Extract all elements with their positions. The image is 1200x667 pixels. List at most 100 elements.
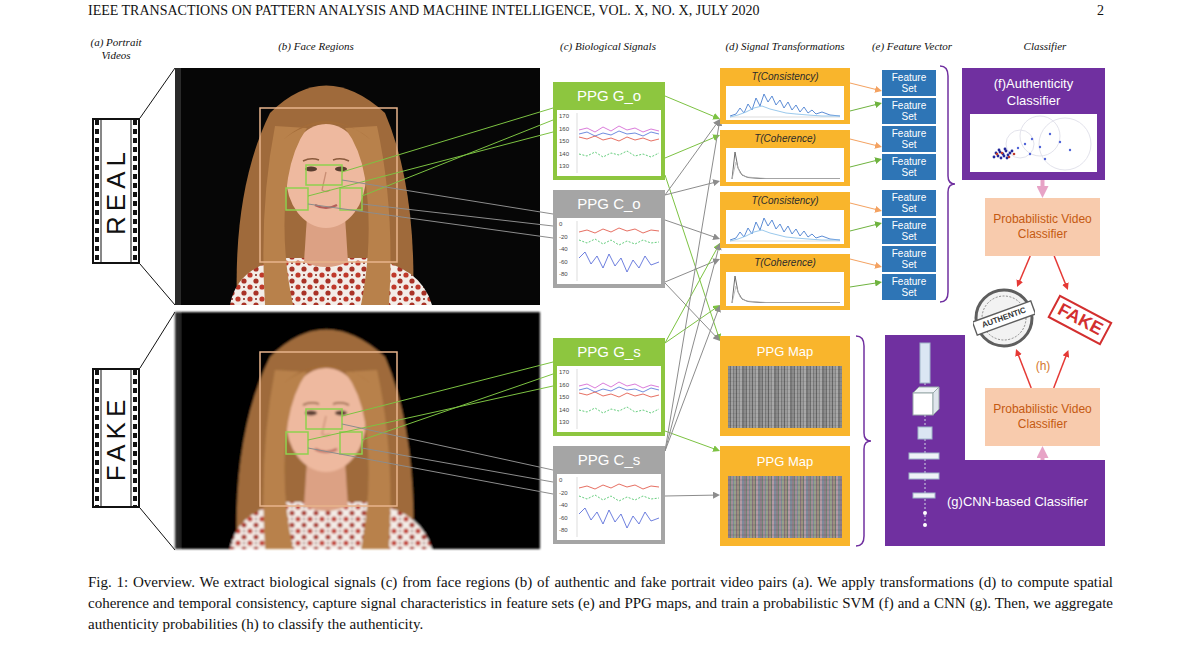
consistency-plot [726,210,844,244]
box-label: Feature Set [886,220,932,242]
process-box: Probabilistic Video Classifier [985,198,1100,256]
transform-box: T(Coherence) [720,130,850,186]
signal-box: PPG G_o 170 160 150 140 130 [553,82,665,180]
cnn-classifier: (g)CNN-based Classifier [885,335,1105,546]
axis-tick: -20 [559,234,568,241]
signal-plot [557,218,661,284]
connector [665,124,719,451]
connector [850,160,877,167]
portrait-photo [175,312,540,549]
label: Classifier [1000,40,1090,53]
label-box: -60 [559,259,568,266]
axis-tick: -80 [559,527,568,534]
label: (h) [1030,359,1056,373]
signal-box: PPG C_s 0 -20 -40 -60 -80 [553,446,665,544]
label: (a) Portrait Videos [76,36,156,62]
axis-tick: 0 [559,477,562,484]
axis-tick: -40 [559,502,568,509]
axis-tick: 130 [559,163,569,170]
label-box: 160 [559,126,569,133]
box-title: PPG Map [720,344,850,360]
label-box: (h) [1030,359,1056,373]
box-title: PPG G_o [553,87,665,105]
box-label: Feature Set [886,156,932,178]
label-box: 170 [559,369,569,376]
axis-tick: -60 [559,515,568,522]
box-label: Feature Set [886,100,932,122]
box-title: PPG Map [720,454,850,470]
label-box: -40 [559,502,568,509]
axis-tick: 140 [559,407,569,414]
label-box: (a) Portrait Videos [76,36,156,62]
scatter-plot [970,114,1097,172]
label-box: IEEE TRANSACTIONS ON PATTERN ANALYSIS AN… [88,3,760,20]
label-box: 140 [559,151,569,158]
axis-tick: 0 [559,221,562,228]
signal-plot [557,474,661,540]
axis-tick: 150 [559,394,569,401]
connector [850,83,877,90]
axis-tick: -40 [559,246,568,253]
label-box: 160 [559,382,569,389]
authentic-stamp: AUTHENTIC [973,287,1035,349]
connector [665,137,716,158]
film-strip-art [92,368,140,508]
box-title: T(Coherence) [720,132,850,145]
box-title: (g)CNN-based Classifier [947,493,1105,510]
label: (b) Face Regions [251,40,381,53]
label-box: -60 [559,515,568,522]
label-box: -40 [559,246,568,253]
process-box: Probabilistic Video Classifier [985,388,1100,446]
fake-stamp: FAKE [1048,290,1112,350]
label-box: 0 [559,477,562,484]
label-box: 130 [559,163,569,170]
axis-tick: -80 [559,271,568,278]
box-label: Feature Set [886,276,932,298]
feature-set-box: Feature Set [882,70,936,96]
label-box: 2 [1097,3,1104,20]
transform-box: T(Coherence) [720,254,850,310]
connector [1018,354,1031,388]
label: IEEE TRANSACTIONS ON PATTERN ANALYSIS AN… [88,3,760,20]
box-title: PPG C_s [553,451,665,469]
connector [665,308,716,343]
ppg-map-image [728,476,842,538]
connector [850,203,877,210]
label-box: -80 [559,271,568,278]
zoom-lines [140,68,175,550]
signal-box: PPG C_o0-20-40-60-80 [553,190,665,288]
connector [1041,180,1045,190]
label-box: 0 [559,221,562,228]
connector [1019,256,1030,283]
connector [665,96,716,117]
connector [665,431,715,449]
box-label: Feature Set [886,248,932,270]
label: (c) Biological Signals [533,40,683,53]
connector [850,259,877,266]
feature-set-box: Feature Set [882,274,936,300]
box-label: Feature Set [886,192,932,214]
connector [665,220,715,237]
feature-set-box: Feature Set [882,190,936,216]
stamp-text: FAKE [1047,295,1112,346]
axis-tick: 170 [559,369,569,376]
label-box: 140 [559,407,569,414]
label-box: 170 [559,113,569,120]
axis-tick: -60 [559,259,568,266]
film-strip-art [92,118,140,264]
label: 2 [1097,3,1104,20]
label-box: 150 [559,394,569,401]
axis-tick: 140 [559,151,569,158]
axis-tick: -20 [559,490,568,497]
axis-tick: 170 [559,113,569,120]
box-label: Feature Set [886,128,932,150]
consistency-plot [726,86,844,120]
coherence-plot [726,272,844,306]
box-title: T(Consistency) [720,194,850,207]
box-title: (f)Authenticity Classifier [970,75,1097,109]
connector [850,104,877,111]
label-box: 150 [559,138,569,145]
feature-set-box: Feature Set [882,246,936,272]
signal-box: PPG G_s170160150140130 [553,338,665,436]
